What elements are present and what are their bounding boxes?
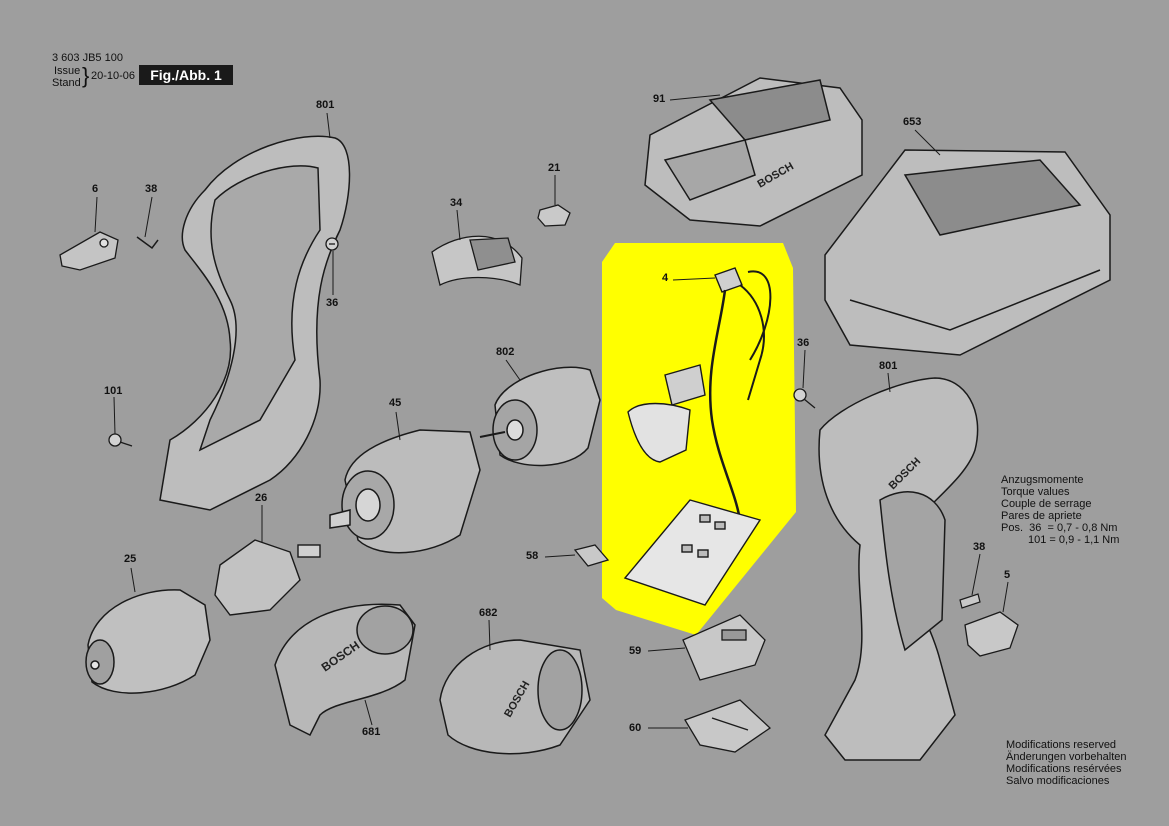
- spring-38-right: [959, 593, 981, 609]
- modifications-es: Salvo modificaciones: [1006, 775, 1110, 787]
- part-label-38-right: 38: [973, 541, 986, 553]
- torque-title-es: Pares de apriete: [1001, 510, 1082, 522]
- electronics-module-4: [623, 267, 772, 606]
- modifications-notes: Modifications reserved Änderungen vorbeh…: [1006, 739, 1126, 787]
- housing-left-801: [159, 135, 351, 511]
- part-label-58: 58: [526, 550, 539, 562]
- part-label-59: 59: [629, 645, 642, 657]
- part-label-25: 25: [124, 553, 137, 565]
- issue-label: Issue: [54, 65, 81, 77]
- battery-91: BOSCH: [644, 77, 863, 227]
- stand-label: Stand: [52, 77, 81, 89]
- attachment-682: BOSCH: [439, 639, 591, 755]
- part-label-36-right: 36: [797, 337, 810, 349]
- angle-attachment-681: BOSCH: [274, 603, 416, 737]
- charger-653: [824, 149, 1111, 356]
- part-label-681: 681: [362, 726, 381, 738]
- torque-value-101: 101 = 0,9 - 1,1 Nm: [1028, 534, 1120, 546]
- document-number: 3 603 JB5 100: [52, 52, 123, 64]
- part-label-802: 802: [496, 346, 515, 358]
- part-label-34: 34: [450, 197, 463, 209]
- motor-802: [479, 366, 601, 467]
- torque-title-fr: Couple de serrage: [1001, 498, 1092, 510]
- pad-58: [573, 544, 610, 567]
- gearbox-45: [329, 429, 481, 554]
- screw-36-left: [325, 237, 339, 251]
- part-label-682: 682: [479, 607, 498, 619]
- issue-date: 20-10-06: [91, 70, 136, 82]
- part-label-4: 4: [662, 272, 669, 284]
- part-label-60: 60: [629, 722, 642, 734]
- slider-6: [59, 231, 119, 271]
- spring-38-left: [136, 236, 159, 250]
- modifications-de: Änderungen vorbehalten: [1006, 751, 1127, 763]
- part-label-6: 6: [92, 183, 99, 195]
- slider-5: [964, 611, 1019, 657]
- part-label-26: 26: [255, 492, 268, 504]
- part-label-5: 5: [1004, 569, 1011, 581]
- part-label-653: 653: [903, 116, 922, 128]
- torque-title-en: Torque values: [1001, 486, 1070, 498]
- part-label-101: 101: [104, 385, 123, 397]
- part-label-36-left: 36: [326, 297, 339, 309]
- plate-60: [684, 699, 772, 753]
- part-label-91: 91: [653, 93, 666, 105]
- figure-label: Fig./Abb. 1: [139, 65, 233, 85]
- part-label-801-right: 801: [879, 360, 898, 372]
- knob-21: [537, 204, 571, 227]
- modifications-en: Modifications reserved: [1006, 739, 1117, 751]
- part-label-38-left: 38: [145, 183, 158, 195]
- chuck-25: [85, 589, 211, 694]
- part-label-21: 21: [548, 162, 561, 174]
- part-label-45: 45: [389, 397, 402, 409]
- part-label-801-left: 801: [316, 99, 335, 111]
- torque-notes: Anzugsmomente Torque values Couple de se…: [1001, 474, 1119, 546]
- cover-59: [682, 614, 766, 681]
- torque-title-de: Anzugsmomente: [1001, 474, 1084, 486]
- housing-right-801: BOSCH: [818, 377, 979, 761]
- ring-gear-26: [214, 539, 321, 616]
- torque-value-36: Pos. 36 = 0,7 - 0,8 Nm: [1001, 522, 1118, 534]
- cover-34: [431, 235, 523, 286]
- modifications-fr: Modifications resérvées: [1006, 763, 1122, 775]
- screw-101: [108, 433, 133, 447]
- leader-lines: [94, 94, 1009, 729]
- screw-36-right: [793, 388, 816, 409]
- brace-symbol: }: [82, 63, 90, 88]
